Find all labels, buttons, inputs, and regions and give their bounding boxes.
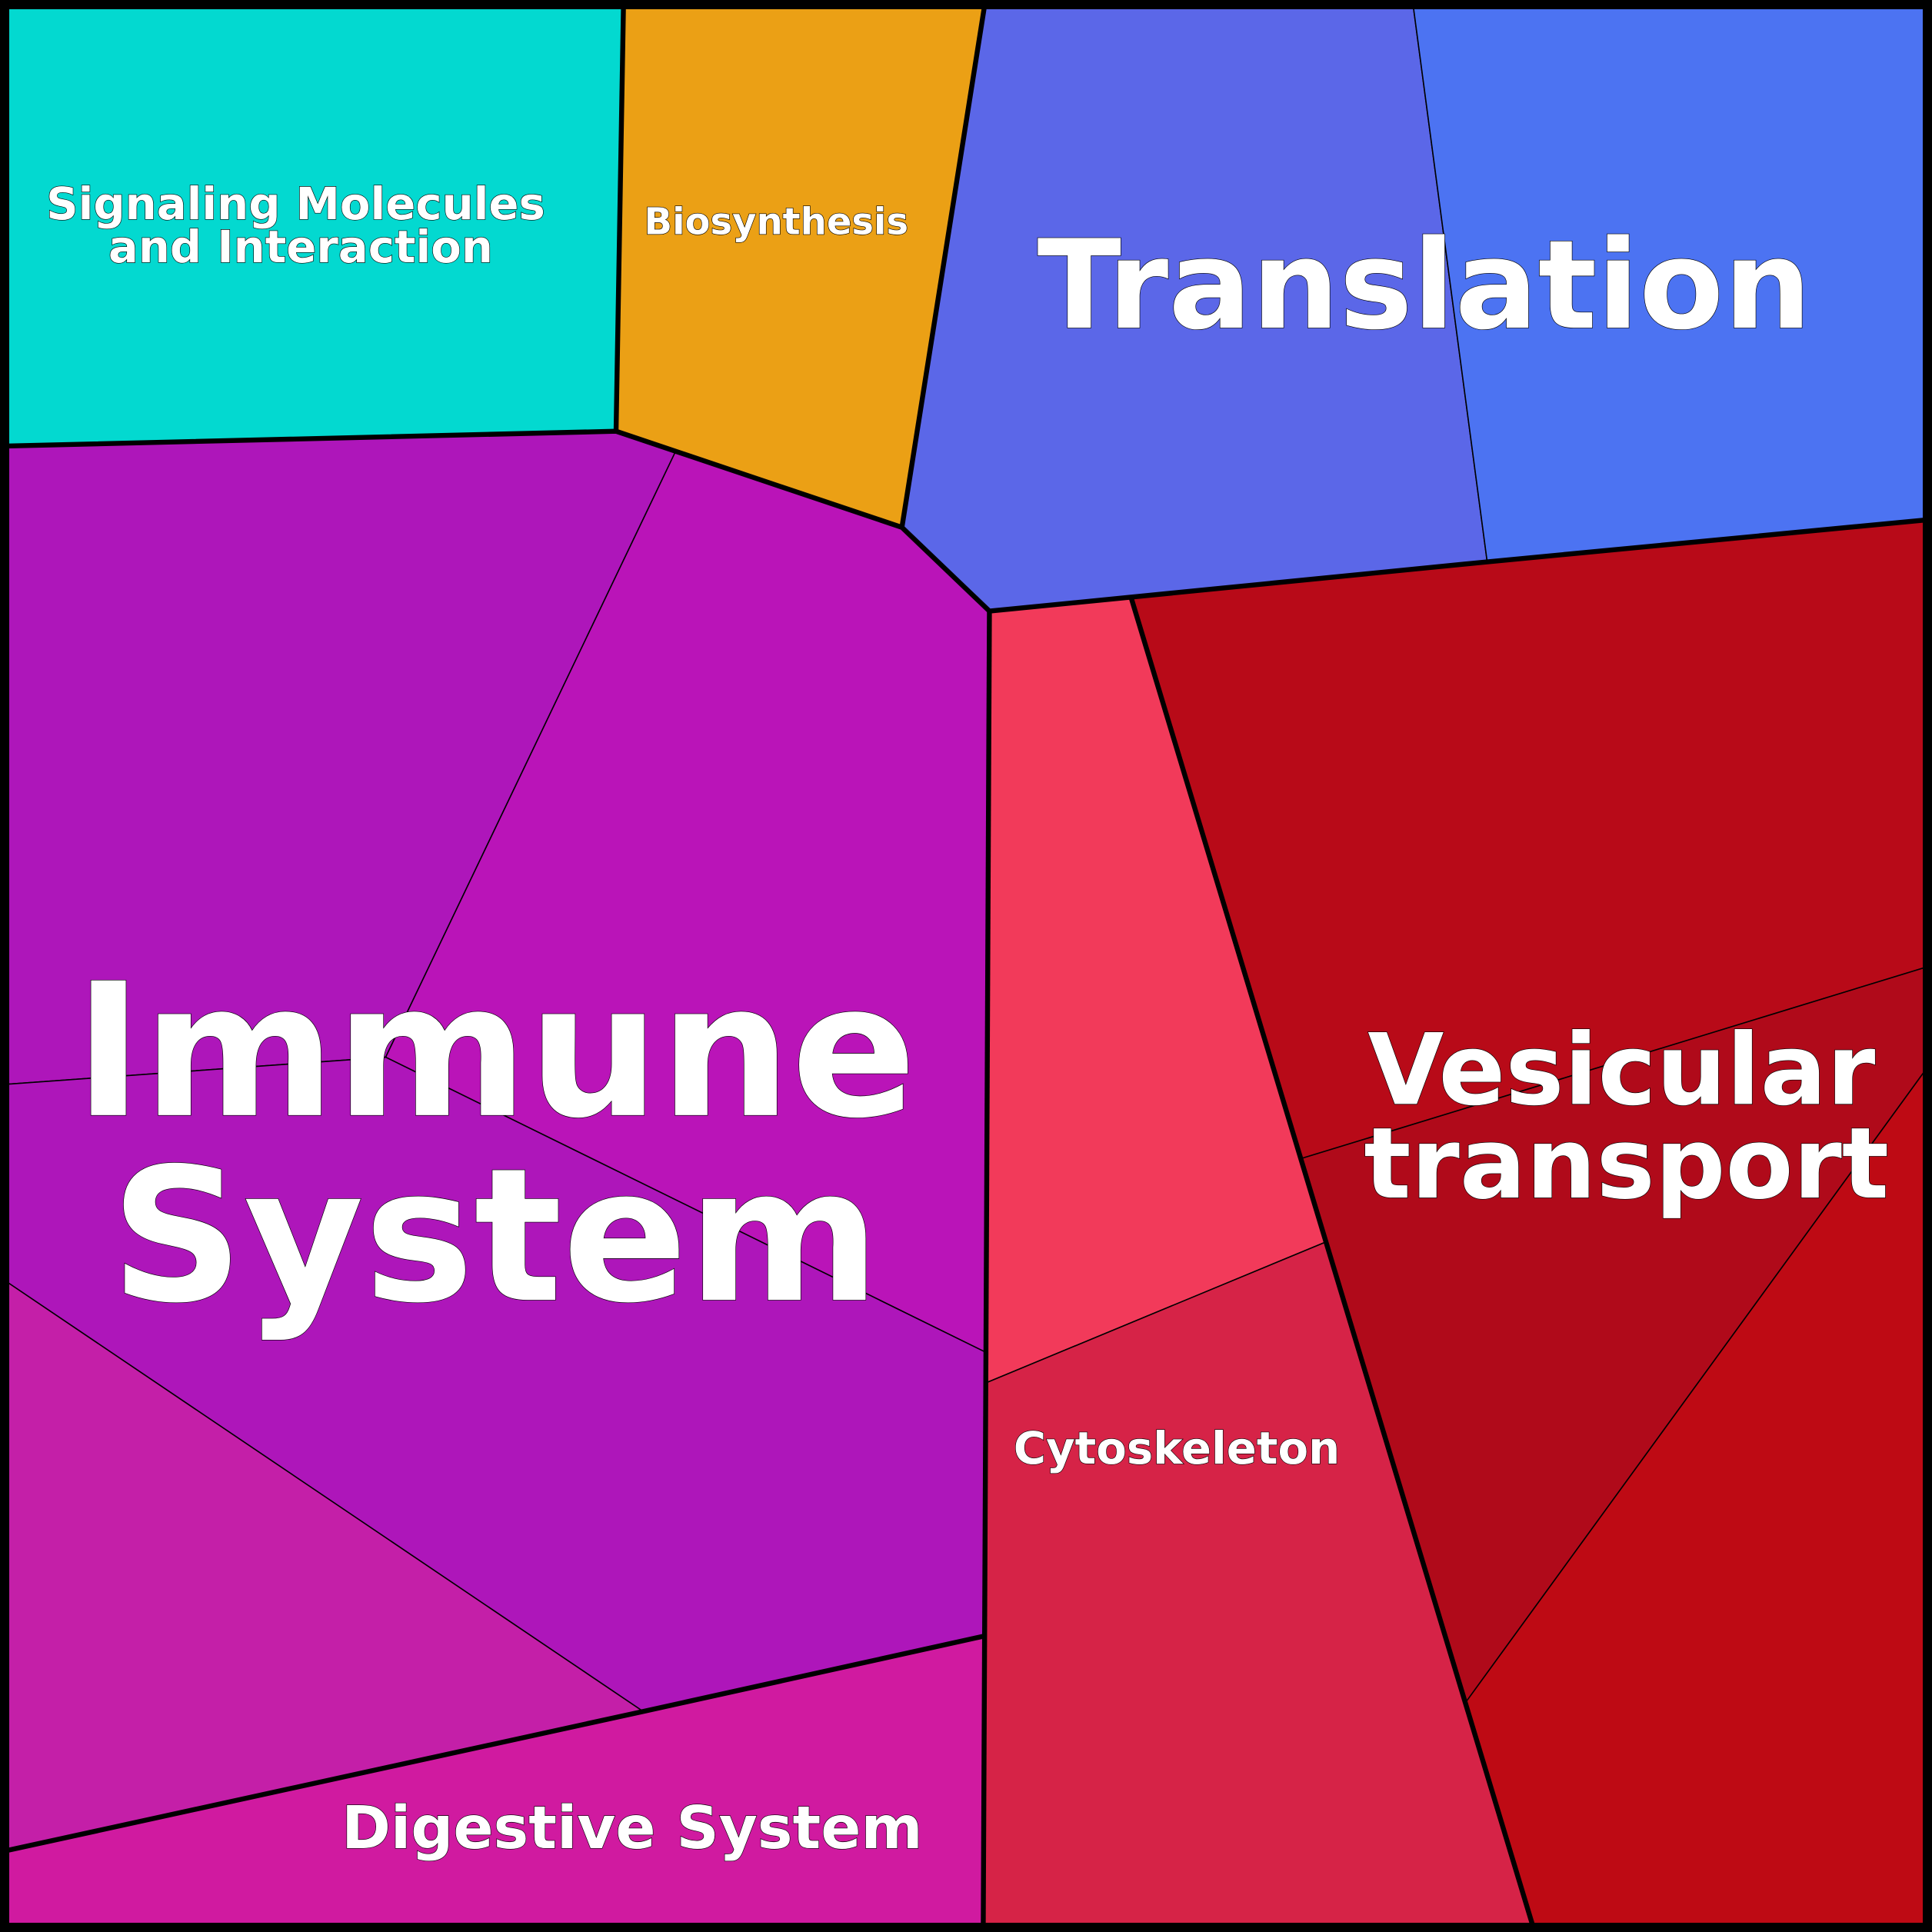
- labels: Signaling Molecules and Interaction Bios…: [45, 178, 1889, 1864]
- label-signaling-line1: Signaling Molecules: [46, 178, 545, 230]
- label-digestive: Digestive System: [341, 1794, 922, 1863]
- label-vesicular-line1: Vesicular: [1367, 1013, 1875, 1128]
- label-immune-line2: System: [111, 1128, 881, 1344]
- label-vesicular-line2: transport: [1364, 1107, 1889, 1221]
- label-signaling-line2: and Interaction: [108, 221, 493, 273]
- label-biosynthesis: Biosynthesis: [644, 200, 908, 243]
- label-translation: Translation: [1038, 213, 1812, 357]
- label-immune-line1: Immune: [74, 944, 916, 1159]
- cells: [5, 5, 1927, 1927]
- label-cytoskeleton: Cytoskeleton: [1014, 1422, 1340, 1474]
